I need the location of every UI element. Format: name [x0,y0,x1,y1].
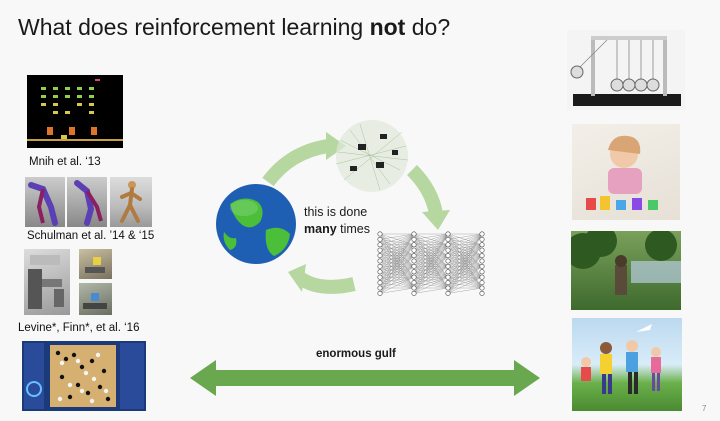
cycle-diagram [216,120,485,296]
caption-mnih: Mnih et al. ‘13 [29,156,101,168]
robot-image-small-2 [79,283,112,315]
center-line-1: this is done [304,205,368,219]
humanoid-image [110,177,152,227]
alphago-board-image [22,341,146,411]
robot-image-small-1 [79,249,112,279]
gulf-double-arrow [190,360,540,396]
cycle-arrow-top-left [262,139,330,187]
cycle-arrowhead-bottom [288,264,306,292]
atari-space-invaders-image [27,75,123,148]
double-arrow [190,360,540,396]
person-in-nature-image [571,231,681,310]
gulf-label: enormous gulf [316,348,396,360]
center-line-2-rest: times [336,222,370,236]
center-line-2-bold: many [304,222,337,236]
robot-arm-image-large [24,249,70,315]
cycle-arrowhead-right [422,210,450,230]
newtons-cradle-icon [567,30,685,110]
kids-running-image [572,318,682,411]
locomotion-image-2 [67,177,107,227]
data-cluster-icon [335,120,409,192]
title-prefix: What does reinforcement learning [18,14,370,40]
title-suffix: do? [405,14,451,40]
caption-levine: Levine*, Finn*, et al. ‘16 [18,322,140,334]
center-line-2: many times [304,221,370,238]
title-bold: not [369,14,406,40]
neural-network-icon [377,231,485,296]
slide-title: What does reinforcement learning not do? [18,14,450,41]
cycle-arrow-bottom [295,272,356,294]
child-playing-blocks-image [572,124,680,220]
cycle-arrow-right [406,165,443,216]
earth-icon [216,184,296,264]
center-caption: this is done many times [304,204,370,238]
cycle-arrowhead-top [326,132,346,160]
slide-number: 7 [702,404,707,413]
caption-schulman: Schulman et al. ’14 & ‘15 [27,230,155,242]
locomotion-image-1 [25,177,65,227]
